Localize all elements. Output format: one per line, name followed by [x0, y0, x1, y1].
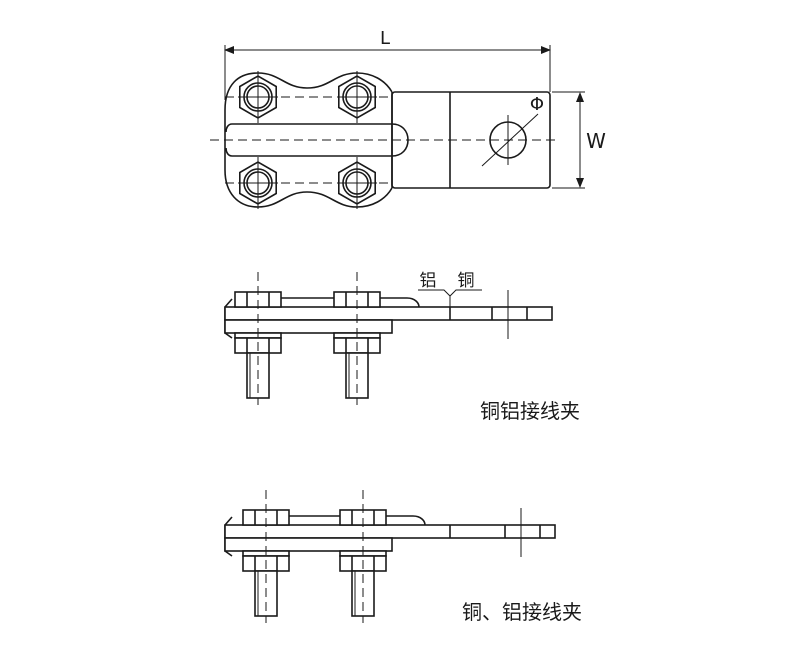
top-strap: [281, 297, 420, 308]
hex-nut-bolt: [337, 71, 377, 123]
side-view-separate: [224, 490, 556, 623]
caption-2: 铜、铝接线夹: [462, 600, 582, 624]
bolt-assembly: [333, 272, 381, 405]
hex-nut-bolt: [337, 157, 377, 209]
diameter-label: Φ: [530, 94, 544, 115]
bolt-assembly: [242, 490, 290, 623]
top-view: L Φ W: [210, 28, 606, 209]
hex-nut-bolt: [238, 71, 278, 123]
center-slot: [225, 123, 409, 157]
length-label: L: [380, 28, 390, 49]
side-view-copper-aluminum: [224, 272, 553, 405]
bolt-assembly: [234, 272, 282, 405]
lower-plate: [224, 319, 393, 334]
caption-1: 铜铝接线夹: [480, 399, 580, 423]
upper-plate: [224, 306, 553, 321]
material-leader: [418, 289, 482, 307]
top-strap: [289, 515, 426, 526]
copper-label: 铜: [458, 271, 475, 291]
hex-nut-bolt: [238, 157, 278, 209]
lower-plate: [224, 537, 393, 552]
bolt-assembly: [339, 490, 387, 623]
width-label: W: [586, 129, 606, 153]
aluminum-label: 铝: [420, 271, 437, 291]
